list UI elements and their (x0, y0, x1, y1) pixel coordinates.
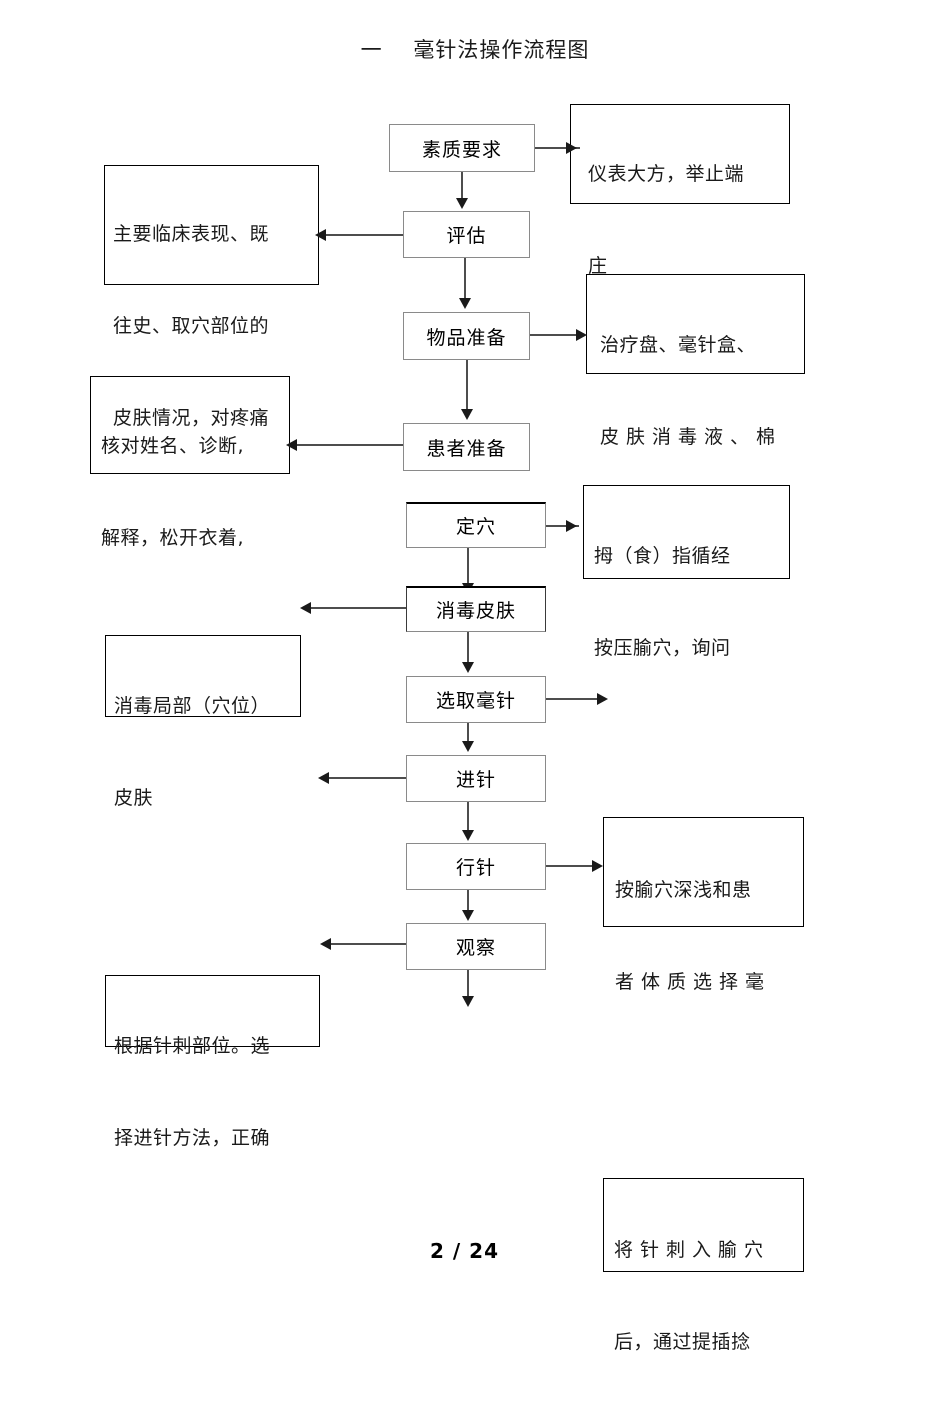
flow-box-label: 选取毫针 (435, 690, 516, 712)
connector-suzhi-to-pinggu (461, 172, 463, 200)
note-line: 拇（食）指循经 (594, 545, 731, 567)
flow-box-jinzhen[interactable]: 进针 (406, 755, 546, 802)
connector-dingxue-to-note (546, 525, 579, 527)
arrow-left-icon (320, 938, 331, 950)
flow-box-label: 观察 (455, 937, 496, 959)
note-box-wupin (586, 274, 805, 374)
flow-box-xuanqu-haozhen[interactable]: 选取毫针 (406, 676, 546, 723)
flow-box-pinggu[interactable]: 评估 (403, 211, 530, 258)
arrow-down-icon (456, 198, 468, 209)
note-line: 根据针刺部位。选 (114, 1035, 271, 1057)
flow-box-label: 行针 (455, 857, 496, 879)
note-text-suzhi: 仪表大方，举止端 庄 (588, 105, 788, 335)
page-title: 一 毫针法操作流程图 (360, 38, 590, 62)
note-line: 解释，松开衣着, (101, 527, 245, 549)
arrow-left-icon (318, 772, 329, 784)
flow-box-label: 素质要求 (421, 138, 502, 161)
connector-xuanqu-dangling (546, 698, 601, 700)
connector-huanzhe-to-note (296, 444, 406, 446)
connector-guancha-down-dangling (467, 970, 469, 998)
arrow-right-icon (592, 860, 603, 872)
flow-box-guancha[interactable]: 观察 (406, 923, 546, 970)
flow-box-dingxue[interactable]: 定穴 (406, 502, 546, 548)
arrow-right-icon (566, 142, 577, 154)
note-line: 者体质选择毫 (615, 971, 772, 993)
note-line: 皮肤 (114, 787, 154, 809)
connector-wupin-to-note (530, 334, 580, 336)
note-box-suzhi (570, 104, 790, 204)
note-text-bottom: 将针刺入腧穴 后，通过提插捻 (614, 1181, 799, 1411)
arrow-right-icon (597, 693, 608, 705)
connector-guancha-dangling (330, 943, 408, 945)
note-line: 治疗盘、毫针盒、 (600, 334, 757, 356)
flow-box-xiaodu-pifu[interactable]: 消毒皮肤 (406, 586, 546, 632)
flow-box-label: 进针 (455, 769, 496, 791)
connector-jinzhen-dangling (328, 777, 408, 779)
connector-pinggu-to-note (325, 234, 405, 236)
note-line: 按腧穴深浅和患 (615, 879, 752, 901)
flow-box-wupin-zhunbei[interactable]: 物品准备 (403, 312, 530, 360)
note-line: 消毒局部（穴位） (114, 695, 271, 717)
connector-pinggu-to-wupin (464, 258, 466, 300)
connector-xingzhen-to-guancha (467, 890, 469, 912)
note-line: 核对姓名、诊断, (101, 435, 245, 457)
note-line: 后，通过提插捻 (614, 1331, 751, 1353)
note-text-dingxue: 拇（食）指循经 按压腧穴，询问 (594, 487, 789, 717)
note-text-guancha: 根据针刺部位。选 择进针方法，正确 (114, 977, 324, 1207)
connector-xingzhen-to-note (546, 865, 596, 867)
note-line: 择进针方法，正确 (114, 1127, 271, 1149)
note-line: 按压腧穴，询问 (594, 637, 731, 659)
note-text-xiaodu: 消毒局部（穴位） 皮肤 (114, 637, 304, 867)
page-number: 2 / 24 (430, 1239, 499, 1263)
note-box-xiaodu (105, 635, 301, 717)
connector-jinzhen-to-xingzhen (467, 802, 469, 832)
note-line: 皮肤情况，对疼痛 (113, 407, 270, 429)
note-box-huanzhe (90, 376, 290, 474)
flow-box-suzhi-yaoqiu[interactable]: 素质要求 (389, 124, 535, 172)
note-text-huanzhe: 核对姓名、诊断, 解释，松开衣着, (101, 377, 296, 607)
connector-xiaodu-to-note (310, 607, 408, 609)
note-text-wupin: 治疗盘、毫针盒、 皮肤消毒液、棉 (600, 276, 800, 506)
connector-suzhi-to-note (535, 147, 580, 149)
note-line: 皮肤消毒液、棉 (600, 426, 783, 448)
arrow-down-icon (459, 298, 471, 309)
arrow-left-icon (315, 229, 326, 241)
note-box-pinggu (104, 165, 319, 285)
arrow-down-icon (462, 830, 474, 841)
flow-box-xingzhen[interactable]: 行针 (406, 843, 546, 890)
arrow-left-icon (286, 439, 297, 451)
flow-box-label: 评估 (446, 225, 487, 247)
note-line: 将针刺入腧穴 (614, 1239, 771, 1261)
note-line: 主要临床表现、既 (113, 223, 270, 245)
connector-wupin-to-huanzhe (466, 360, 468, 411)
flow-box-label: 消毒皮肤 (435, 600, 516, 622)
connector-xiaodu-to-xuanqu (467, 632, 469, 664)
connector-xuanqu-to-jinzhen (467, 723, 469, 743)
arrow-right-icon (566, 520, 577, 532)
arrow-down-icon (462, 741, 474, 752)
note-box-bottom (603, 1178, 804, 1272)
note-box-dingxue (583, 485, 790, 579)
note-line: 仪表大方，举止端 (588, 163, 745, 185)
arrow-down-icon (462, 910, 474, 921)
flow-box-huanzhe-zhunbei[interactable]: 患者准备 (403, 423, 530, 471)
connector-dingxue-to-xiaodu (467, 548, 469, 588)
flow-box-label: 物品准备 (426, 326, 507, 349)
flow-box-label: 定穴 (455, 516, 496, 538)
arrow-down-icon (462, 996, 474, 1007)
arrow-right-icon (576, 329, 587, 341)
arrow-left-icon (300, 602, 311, 614)
note-text-pinggu: 主要临床表现、既 往史、取穴部位的 皮肤情况，对疼痛 (113, 165, 323, 487)
arrow-down-icon (462, 662, 474, 673)
note-line: 庄 (588, 255, 608, 277)
flow-box-label: 患者准备 (426, 437, 507, 460)
note-text-xingzhen: 按腧穴深浅和患 者体质选择毫 (615, 821, 797, 1051)
note-box-xingzhen (603, 817, 804, 927)
arrow-down-icon (461, 409, 473, 420)
note-line: 往史、取穴部位的 (113, 315, 270, 337)
note-box-guancha (105, 975, 320, 1047)
